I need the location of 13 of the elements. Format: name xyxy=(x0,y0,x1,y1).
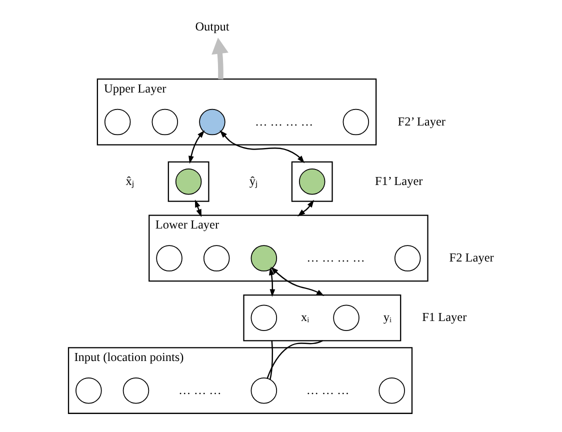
node-label: x̂ⱼ xyxy=(126,174,134,188)
node-label: ŷⱼ xyxy=(249,174,258,188)
node-label: xᵢ xyxy=(301,310,310,324)
node-label: F1 Layer xyxy=(422,310,467,324)
label: … … … … xyxy=(254,114,314,128)
label: … … … xyxy=(306,382,350,397)
node-label: yᵢ xyxy=(383,310,392,324)
node-text: Output xyxy=(195,20,230,34)
node-label: F2’ Layer xyxy=(398,114,446,128)
label: … … … … xyxy=(306,250,365,265)
node-label: F2 Layer xyxy=(449,250,494,265)
label: … … … xyxy=(178,382,222,397)
label: F1’ Layer xyxy=(374,174,423,188)
